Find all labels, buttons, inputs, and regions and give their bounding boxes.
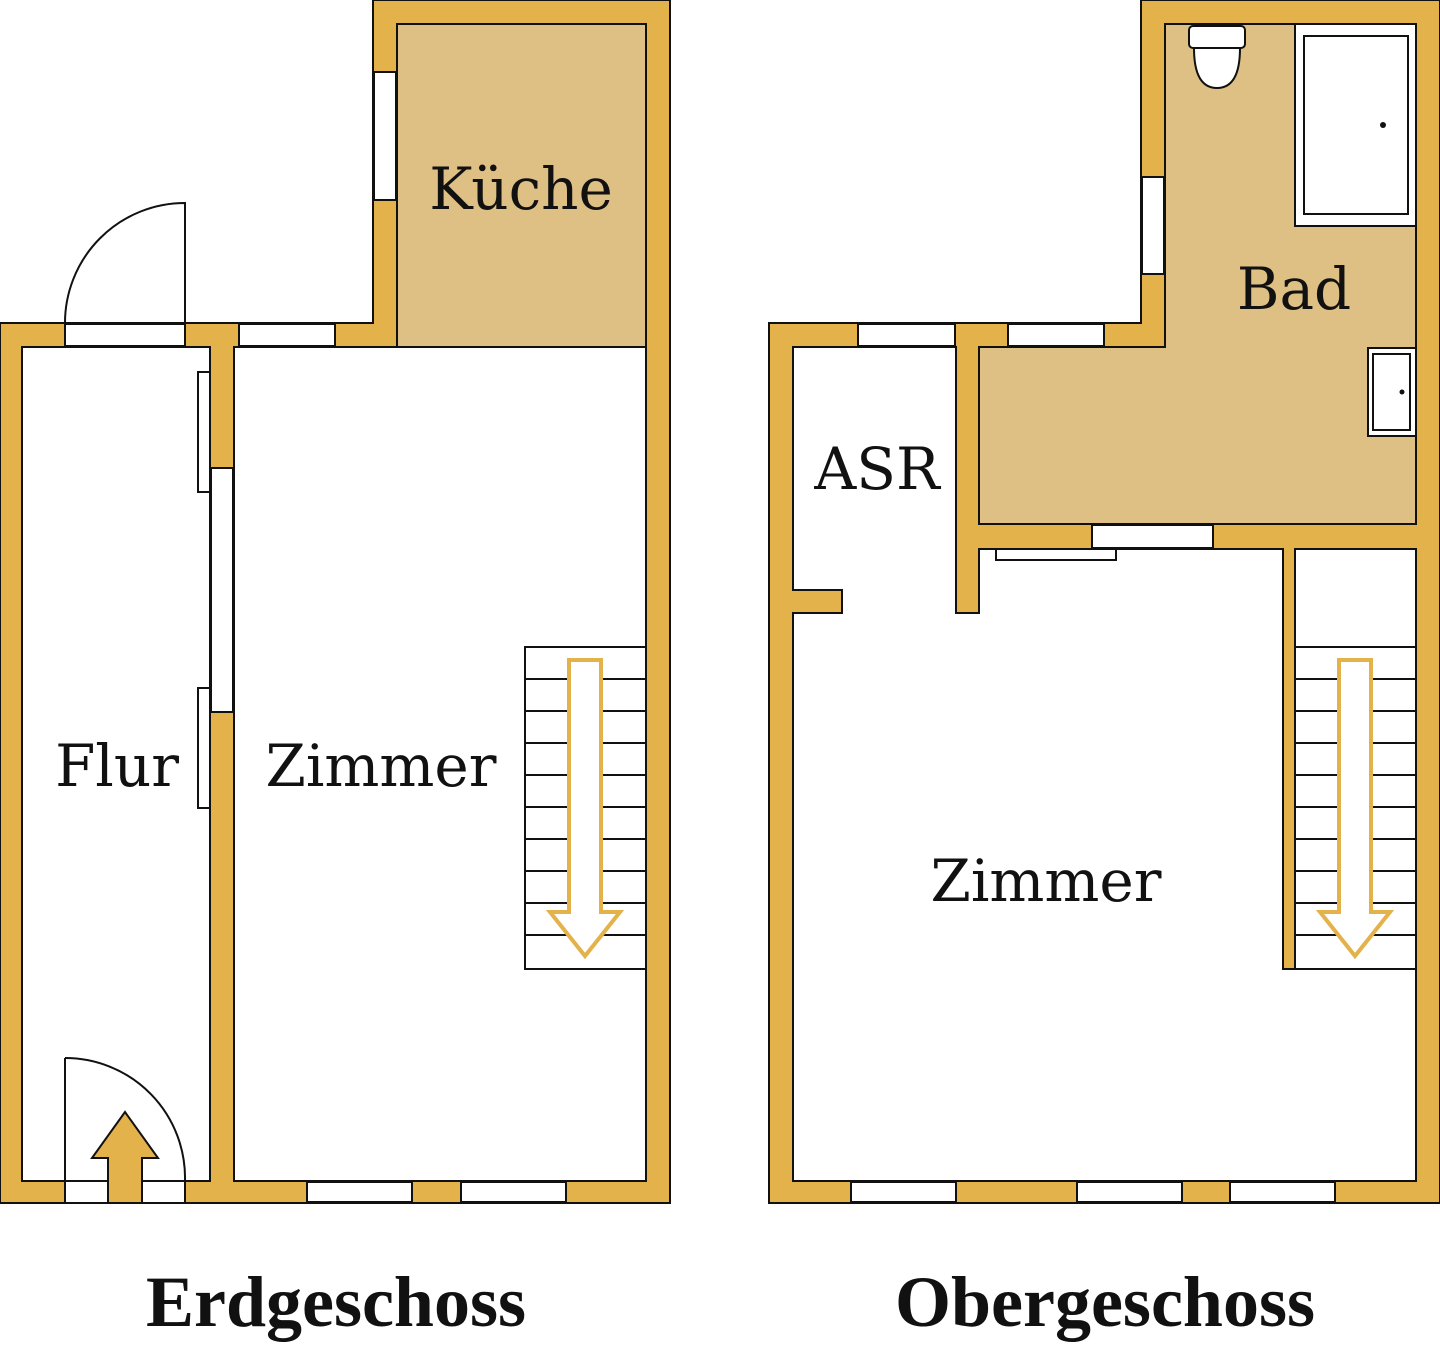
room-label-flur: Flur — [55, 732, 179, 800]
room-label-asr: ASR — [813, 435, 942, 503]
window — [850, 1181, 957, 1203]
room-label-kueche: Küche — [429, 155, 613, 223]
sliding-door — [1091, 524, 1214, 549]
room-label-zimmer-og: Zimmer — [931, 847, 1162, 915]
room-label-bad: Bad — [1237, 255, 1351, 323]
floor-title-obergeschoss: Obergeschoss — [895, 1262, 1315, 1342]
asr-zimmer-floor — [792, 346, 1417, 1182]
window — [1141, 176, 1165, 275]
upper-floor-plan: Bad ASR Zimmer Obergeschoss — [768, 0, 1440, 1342]
window — [306, 1181, 413, 1203]
window — [238, 323, 336, 347]
room-label-zimmer-eg: Zimmer — [266, 732, 497, 800]
bathtub-icon — [1294, 23, 1417, 227]
window — [373, 71, 397, 201]
entrance-arrow-icon — [90, 1110, 160, 1204]
toilet-icon — [1188, 25, 1246, 90]
kueche-floor — [396, 23, 647, 349]
ground-floor-plan: Küche Flur Zimmer Erdgeschoss — [0, 0, 671, 1342]
sliding-door — [995, 548, 1117, 561]
sink-icon — [1367, 347, 1417, 437]
sliding-door — [197, 371, 211, 493]
window — [460, 1181, 567, 1203]
door-swing-icon — [63, 201, 186, 347]
stairs-down-icon — [524, 646, 647, 970]
floor-title-erdgeschoss: Erdgeschoss — [146, 1262, 526, 1342]
stairs-down-icon — [1294, 646, 1417, 970]
window — [1076, 1181, 1183, 1203]
window — [857, 323, 956, 347]
window — [1007, 323, 1105, 347]
sliding-door — [210, 467, 234, 713]
sliding-door — [197, 687, 211, 809]
window — [1229, 1181, 1336, 1203]
